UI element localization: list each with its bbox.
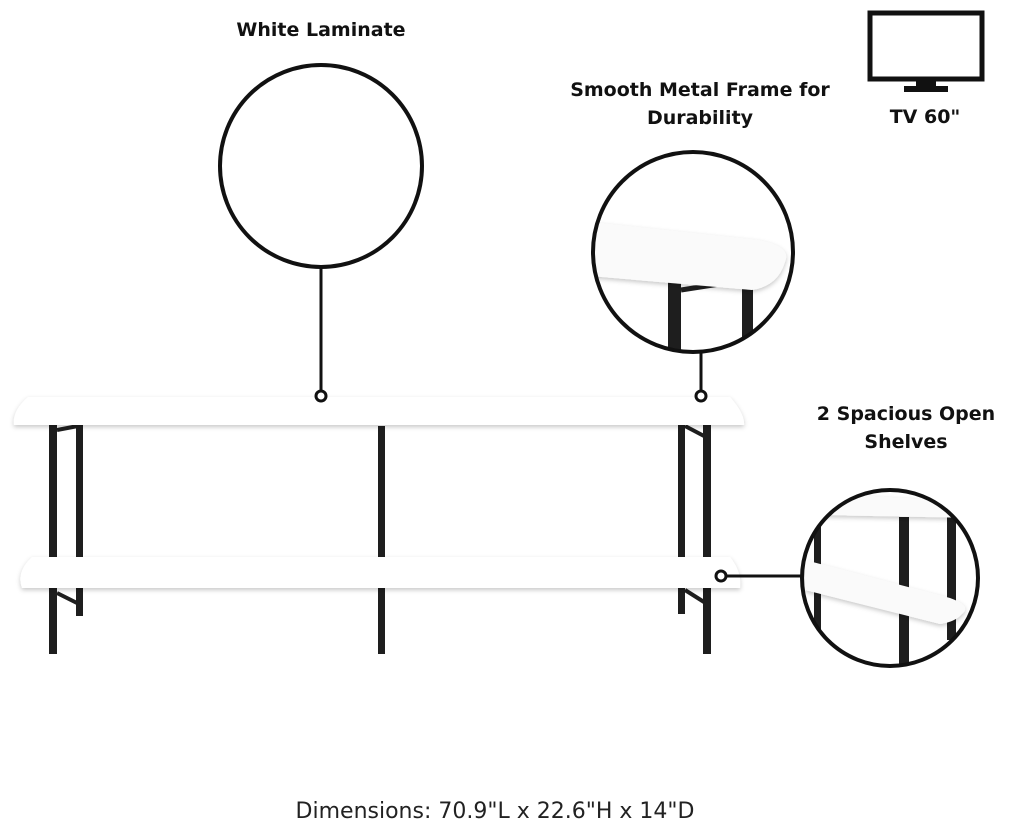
callout-laminate [218, 63, 424, 403]
callout-frame [591, 150, 795, 403]
frame-detail-circle [591, 150, 795, 354]
shelves-marker [714, 569, 728, 583]
callout-shelves [714, 488, 980, 668]
tv-icon [867, 10, 985, 92]
frame-marker [694, 389, 708, 403]
white-laminate-label: White Laminate [236, 19, 406, 41]
leg-back-right [678, 424, 685, 614]
shelves-detail-circle [800, 488, 980, 668]
metal-frame-label: Smooth Metal Frame for Durability [570, 79, 830, 129]
dimensions-text: Dimensions: 70.9"L x 22.6"H x 14"D [295, 799, 695, 824]
laminate-marker [314, 389, 328, 403]
leg-front-left [49, 424, 57, 654]
top-shelf [13, 397, 745, 425]
bottom-shelf [20, 557, 741, 588]
leg-back-left [76, 424, 83, 616]
laminate-detail-circle [218, 63, 424, 269]
leg-front-right [703, 424, 711, 654]
tv-size-label: TV 60" [889, 106, 961, 128]
open-shelves-label: 2 Spacious Open Shelves [816, 403, 996, 453]
leg-center [378, 426, 385, 654]
tv-stand [13, 397, 745, 654]
